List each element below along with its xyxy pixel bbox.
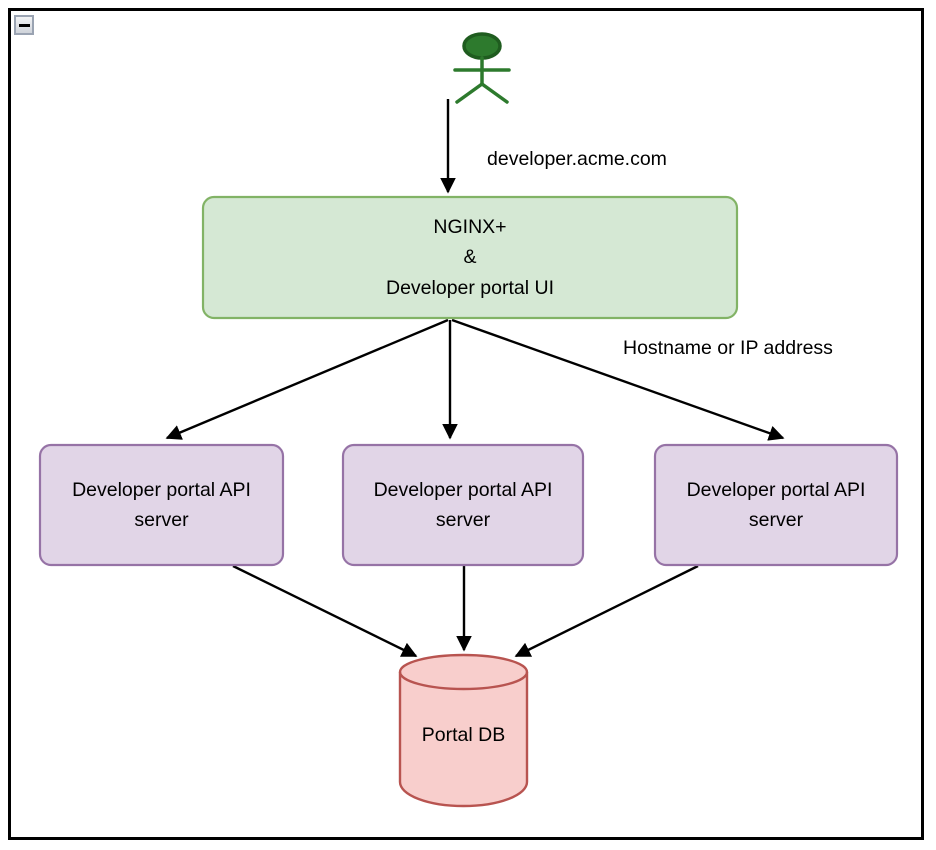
node-api-server-3-shape	[653, 443, 899, 567]
node-nginx-shape	[201, 195, 739, 320]
node-nginx[interactable]	[203, 197, 737, 318]
node-api-server-1-shape	[38, 443, 285, 567]
edge-api3-to-db	[514, 564, 699, 658]
edge-nginx-to-api1	[165, 318, 449, 440]
edge-api1-to-db	[232, 564, 418, 658]
node-api-server-2-shape	[341, 443, 585, 567]
actor-shape	[453, 32, 511, 104]
minus-icon	[18, 23, 30, 27]
node-api-server-1[interactable]	[40, 445, 283, 565]
node-api-server-3[interactable]	[655, 445, 897, 565]
collapse-button[interactable]	[14, 15, 34, 35]
edge-nginx-to-api3	[451, 318, 785, 441]
node-portal-db[interactable]	[400, 655, 527, 805]
node-actor[interactable]	[452, 34, 512, 104]
node-portal-db-shape	[398, 653, 529, 808]
node-api-server-2[interactable]	[343, 445, 583, 565]
